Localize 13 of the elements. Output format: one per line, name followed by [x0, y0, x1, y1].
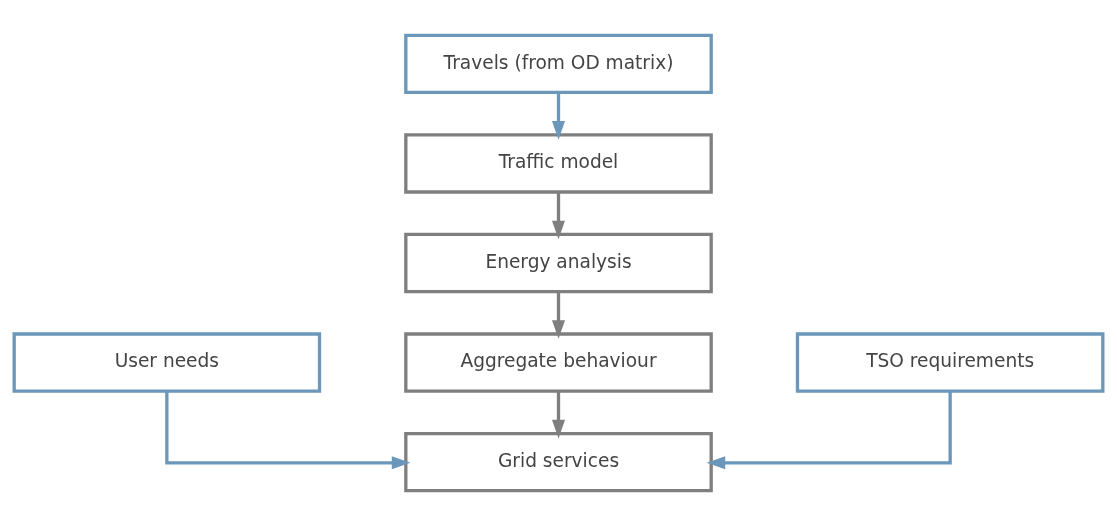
node-box: Grid services — [404, 431, 713, 492]
arrow — [706, 391, 952, 469]
arrow — [552, 191, 565, 239]
node-box: TSO requirements — [795, 331, 1105, 393]
node-box: Aggregate behaviour — [404, 331, 713, 393]
node-box: Travels (from OD matrix) — [404, 33, 713, 94]
node-box: Traffic model — [404, 132, 713, 194]
arrow — [552, 92, 565, 140]
node-box: User needs — [12, 331, 322, 393]
arrow — [165, 391, 411, 469]
arrow — [552, 291, 565, 339]
arrow — [552, 390, 565, 438]
node-box: Energy analysis — [404, 232, 713, 293]
